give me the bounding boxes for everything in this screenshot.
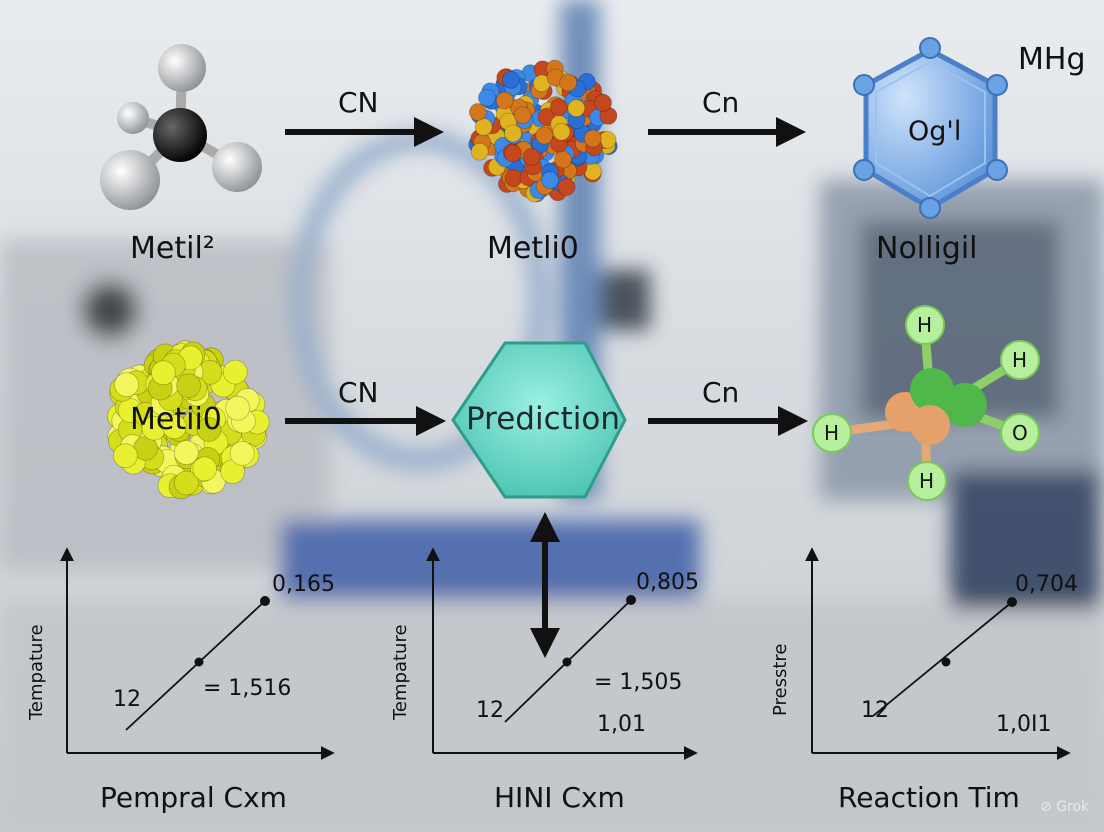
plot-3-ylabel: Presstre [772,643,790,716]
methane-molecule [100,44,262,210]
plot-1-top-value: 0,165 [272,574,335,596]
cluster-atom [505,125,522,142]
cluster-atom [553,123,570,140]
watermark: ⊘ Grok [1040,800,1089,814]
cluster-atom [174,441,198,465]
edge-label-mid-1: CN [338,379,379,407]
plot-2-ylabel: Tempature [392,624,410,720]
plot-2-top-value: 0,805 [636,572,699,594]
node-label-top-right: Nolligil [876,234,978,264]
nanocluster-multicolor [469,60,618,202]
cluster-atom [151,361,175,385]
cluster-atom [475,118,492,135]
plot-3-extra-value: 1,0I1 [996,714,1051,736]
plot-1-ylabel: Tempature [28,624,46,720]
plot-3-top-value: 0,704 [1015,574,1078,596]
watermark-icon: ⊘ [1040,799,1052,815]
cluster-atom [479,89,496,106]
edge-label-top-2: Cn [702,89,739,117]
plot-2-xlabel: HINI Cxm [494,784,625,812]
cluster-atom [503,71,520,88]
cluster-atom [504,145,521,162]
prediction-label: Prediction [466,404,620,435]
edge-label-mid-2: Cn [702,379,739,407]
cluster-atom [542,172,559,189]
formula-label: MHg [1018,45,1086,75]
cluster-atom [471,143,488,160]
atom-label-h-right: H [1012,350,1027,370]
plot-1-xlabel: Pempral Cxm [100,784,287,812]
atom-label-h-left: H [824,423,839,443]
hexagon-inner-label: Og'l [908,118,961,145]
cluster-atom [584,130,601,147]
node-label-top-middle: Metli0 [487,234,579,264]
cluster-atom [523,148,540,165]
cluster-atom [595,94,612,111]
cluster-atom [193,457,217,481]
cluster-atom [226,396,250,420]
cluster-atom [230,441,254,465]
cluster-atom [115,373,139,397]
plot-2-mid-value: = 1,505 [594,672,682,694]
plot-3-start-value: 12 [861,700,889,722]
edge-label-top-1: CN [338,89,379,117]
plot-1-start-value: 12 [113,689,141,711]
plot-1-mid-value: = 1,516 [203,678,291,700]
cluster-atom [223,360,247,384]
cluster-atom [177,374,201,398]
cluster-atom [514,107,531,124]
cluster-atom [113,444,137,468]
atom-label-h-top: H [917,315,932,335]
node-label-middle-left: Metii0 [130,405,222,435]
plot-2-start-value: 12 [476,700,504,722]
atom-label-h-bottom: H [919,471,934,491]
cluster-atom [555,151,572,168]
plot-2-extra-value: 1,01 [597,714,646,736]
cluster-atom [469,104,486,121]
cluster-atom [496,92,513,109]
watermark-text: Grok [1056,799,1089,815]
plot-3-xlabel: Reaction Tim [838,784,1020,812]
cluster-atom [536,127,553,144]
cluster-atom [558,179,575,196]
cluster-atom [560,74,577,91]
cluster-atom [550,99,567,116]
cluster-atom [568,100,585,117]
node-label-top-left: Metil² [130,234,215,264]
atom-label-o: O [1012,423,1028,443]
